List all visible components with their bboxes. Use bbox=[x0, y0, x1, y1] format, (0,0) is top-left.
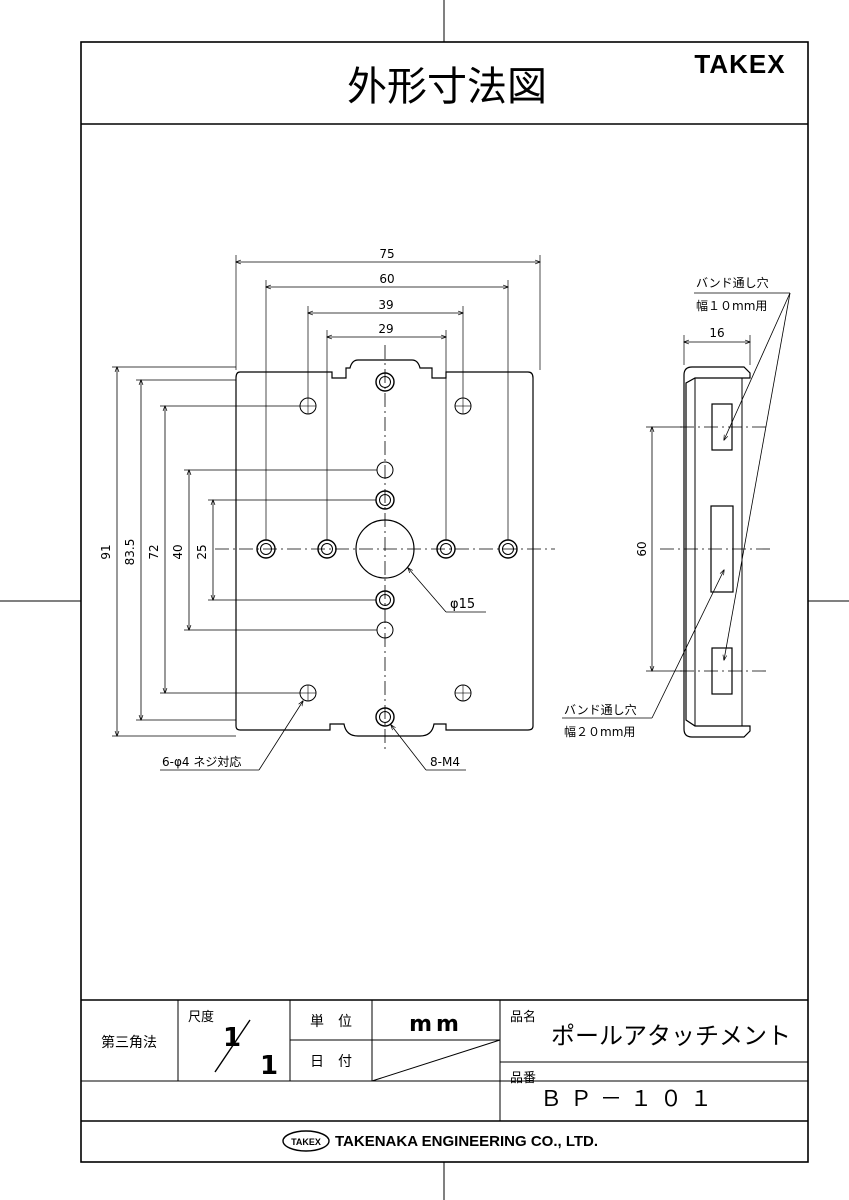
scale-numerator: 1 bbox=[223, 1023, 241, 1053]
unit-label: 単 位 bbox=[310, 1014, 352, 1030]
product-number-label: 品番 bbox=[510, 1071, 536, 1086]
product-number: ＢＰ－１０１ bbox=[540, 1087, 720, 1112]
leader-band10-b bbox=[724, 292, 791, 660]
extension-lines-horizontal bbox=[235, 255, 541, 540]
company-logo: TAKEX bbox=[291, 1137, 321, 1147]
projection-method: 第三角法 bbox=[101, 1034, 157, 1051]
dimension-lines-horizontal bbox=[236, 262, 540, 337]
callout-band10-line2: 幅１０mm用 bbox=[696, 298, 767, 313]
drawing-title: 外形寸法図 bbox=[347, 64, 547, 110]
plate-outline bbox=[235, 359, 534, 737]
extension-lines-vertical bbox=[112, 366, 377, 737]
brand-logo: TAKEX bbox=[694, 49, 785, 79]
company-logo-oval bbox=[282, 1130, 330, 1152]
scale-denominator: 1 bbox=[260, 1051, 278, 1081]
callout-band20-line1: バンド通し穴 bbox=[564, 702, 637, 717]
leader-band20 bbox=[651, 570, 724, 719]
callout-tapped-holes: 8-M4 bbox=[430, 755, 460, 769]
leader-phi15 bbox=[408, 568, 447, 613]
tapped-holes bbox=[256, 372, 518, 727]
title-block bbox=[81, 999, 808, 1152]
scale-label: 尺度 bbox=[188, 1009, 214, 1025]
callout-band20-line2: 幅２０mm用 bbox=[564, 724, 635, 739]
side-center-lines bbox=[660, 426, 770, 672]
company-name: TAKENAKA ENGINEERING CO., LTD. bbox=[335, 1133, 598, 1150]
side-view: 16 60 バンド通し穴 幅１０mm用 バンド通し穴 幅２０mm用 bbox=[562, 275, 791, 739]
side-extension-lines bbox=[646, 335, 751, 672]
front-view: 75 60 39 29 91 83.5 72 40 25 bbox=[99, 247, 555, 771]
dim-60: 60 bbox=[379, 272, 394, 286]
dim-16: 16 bbox=[709, 326, 724, 340]
dim-91: 91 bbox=[99, 544, 113, 559]
side-profile bbox=[683, 366, 751, 738]
product-name-label: 品名 bbox=[510, 1009, 536, 1025]
date-label: 日 付 bbox=[310, 1054, 352, 1070]
leader-screw-holes bbox=[258, 701, 303, 771]
dim-40: 40 bbox=[171, 544, 185, 559]
dim-25: 25 bbox=[195, 544, 209, 559]
unit-value: mm bbox=[409, 1012, 463, 1037]
callout-screw-holes: 6-φ4 ネジ対応 bbox=[162, 755, 241, 769]
dim-72: 72 bbox=[147, 544, 161, 559]
callout-band10-line1: バンド通し穴 bbox=[696, 275, 769, 290]
callout-phi15: φ15 bbox=[450, 597, 475, 612]
leader-band10-a bbox=[724, 292, 791, 440]
product-name: ポールアタッチメント bbox=[551, 1022, 791, 1050]
center-hole bbox=[355, 519, 415, 579]
hole-center-marks bbox=[300, 398, 471, 701]
dim-83-5: 83.5 bbox=[123, 539, 137, 566]
leader-tapped-holes bbox=[391, 725, 427, 771]
screw-holes bbox=[299, 397, 472, 702]
sheet-border bbox=[80, 41, 809, 1163]
dim-29: 29 bbox=[378, 322, 393, 336]
dim-side-60: 60 bbox=[635, 541, 649, 556]
dim-39: 39 bbox=[378, 298, 393, 312]
dim-75: 75 bbox=[379, 247, 394, 261]
dimension-lines-vertical bbox=[117, 367, 213, 736]
